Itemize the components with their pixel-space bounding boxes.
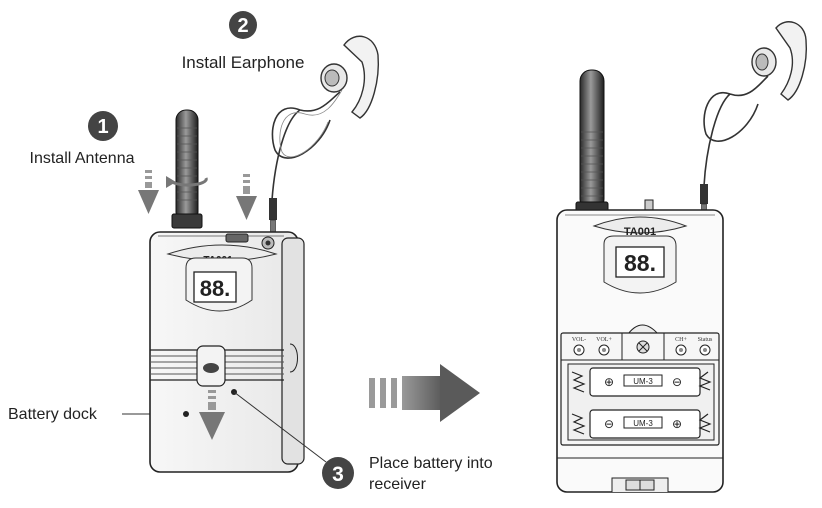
right-receiver: TA001 88. VOL- VOL+ CH+ Status ⊕ <box>556 21 808 493</box>
channel-display <box>193 271 237 303</box>
battery-2: ⊖ UM-3 ⊕ <box>571 409 712 439</box>
ch-plus-label: CH+ <box>675 337 687 343</box>
antenna-icon <box>575 69 609 215</box>
model-label-front: TA001 <box>624 226 656 238</box>
earphone-icon <box>700 21 808 213</box>
left-receiver: TA001 88. <box>138 35 380 473</box>
step-3-label-line1: Place battery into <box>369 455 493 472</box>
step-2-badge <box>229 11 257 39</box>
rotate-arrowhead <box>166 176 176 188</box>
step-1-number: 1 <box>97 116 108 138</box>
step-2-number: 2 <box>237 15 248 37</box>
step-3-marker: 3 Place battery into receiver <box>322 455 493 493</box>
vol-minus-label: VOL- <box>572 337 586 343</box>
step-3-number: 3 <box>332 463 344 486</box>
battery-1-type: UM-3 <box>633 377 653 386</box>
battery-2-type: UM-3 <box>633 419 653 428</box>
battery-2-minus: ⊖ <box>604 417 614 431</box>
vol-plus-label: VOL+ <box>596 337 612 343</box>
earphone-icon <box>269 35 380 244</box>
step-2-marker: 2 Install Earphone <box>182 11 305 72</box>
right-arrow-icon <box>369 364 480 422</box>
battery-1-minus: ⊖ <box>672 375 682 389</box>
step-1-label: Install Antenna <box>30 150 135 167</box>
channel-display-front-value: 88. <box>624 250 656 276</box>
status-label: Status <box>698 337 713 343</box>
step-1-badge <box>88 111 118 141</box>
battery-2-plus: ⊕ <box>672 417 682 431</box>
step-3-badge <box>322 457 354 489</box>
channel-display-value: 88. <box>200 276 231 301</box>
battery-dock-label: Battery dock <box>8 406 98 423</box>
down-arrow-icon <box>236 174 257 220</box>
step-1-marker: 1 Install Antenna <box>30 111 135 167</box>
channel-display-front <box>615 246 665 278</box>
down-arrow-icon <box>138 170 159 214</box>
battery-1-plus: ⊕ <box>604 375 614 389</box>
down-arrow-icon <box>199 390 225 440</box>
step-3-leader <box>233 391 327 463</box>
step-3-label-line2: receiver <box>369 476 427 493</box>
step-2-label: Install Earphone <box>182 53 305 72</box>
battery-latch <box>150 345 284 387</box>
battery-1: ⊕ UM-3 ⊖ <box>571 367 712 397</box>
antenna-icon <box>171 109 203 229</box>
